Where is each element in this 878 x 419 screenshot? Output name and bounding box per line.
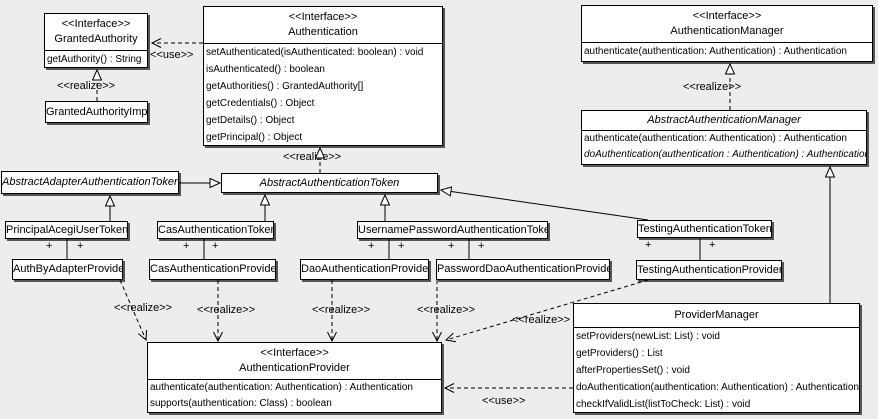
realize-label: <<realize>> (417, 304, 476, 316)
realize-label: <<realize>> (683, 81, 742, 93)
method-label: authenticate(authentication: Authenticat… (584, 133, 847, 144)
method-label: getProviders() : List (576, 348, 663, 359)
association-plus: + (645, 239, 652, 251)
class-name: AbstractAuthenticationToken (259, 176, 400, 189)
class-name: CasAuthenticationToken (158, 223, 274, 236)
association-plus: + (709, 239, 716, 251)
method-label: setProviders(newList: List) : void (576, 331, 720, 342)
stereotype-label: <<Interface>> (61, 18, 131, 30)
stereotype-label: <<Interface>> (692, 10, 762, 22)
class-abstract-adapter-authentication-token[interactable]: AbstractAdapterAuthenticationToken (1, 171, 179, 194)
association-plus: + (448, 240, 455, 252)
method-label: authenticate(authentication: Authenticat… (584, 46, 847, 57)
method-label: getAuthority() : String (47, 54, 142, 65)
method-label: setAuthenticated(isAuthenticated: boolea… (206, 47, 424, 58)
method-label: getAuthorities() : GrantedAuthority[] (206, 81, 364, 92)
class-testing-authentication-provider[interactable]: TestingAuthenticationProvider (636, 260, 782, 280)
class-name: GrantedAuthority (54, 33, 138, 45)
class-testing-authentication-token[interactable]: TestingAuthenticationToken (637, 220, 772, 238)
class-name: TestingAuthenticationToken (638, 222, 772, 235)
class-name: GrantedAuthorityImpl (46, 105, 148, 118)
class-name: AbstractAuthenticationManager (647, 114, 801, 126)
stereotype-label: <<Interface>> (288, 11, 358, 23)
method-label: getDetails() : Object (206, 115, 295, 126)
class-dao-authentication-provider[interactable]: DaoAuthenticationProvider (300, 259, 429, 280)
class-granted-authority[interactable]: <<Interface>> GrantedAuthority getAuthor… (44, 13, 148, 68)
class-password-dao-authentication-provider[interactable]: PasswordDaoAuthenticationProvider (436, 259, 610, 280)
class-provider-manager[interactable]: ProviderManager setProviders(newList: Li… (573, 303, 860, 413)
edge-gen-testingauthenticationtoken-abstractauthenticationtoken (441, 190, 649, 221)
class-name: PasswordDaoAuthenticationProvider (437, 263, 610, 275)
class-name: AuthByAdapterProvider (13, 263, 123, 275)
association-plus: + (46, 240, 53, 252)
class-name: DaoAuthenticationProvider (301, 263, 429, 275)
method-label: doAuthentication(authentication: Authent… (576, 382, 859, 393)
use-label: <<use>> (482, 395, 526, 407)
class-authentication-provider[interactable]: <<Interface>> AuthenticationProvider aut… (147, 342, 442, 413)
class-cas-authentication-token[interactable]: CasAuthenticationToken (157, 221, 274, 239)
class-name: Authentication (288, 26, 358, 38)
class-abstract-authentication-manager[interactable]: AbstractAuthenticationManager authentica… (581, 110, 867, 165)
realize-label: <<realize>> (283, 151, 342, 163)
association-plus: + (368, 240, 375, 252)
class-granted-authority-impl[interactable]: GrantedAuthorityImpl (45, 101, 148, 123)
class-principal-acegi-user-token[interactable]: PrincipalAcegiUserToken (5, 221, 128, 239)
method-label: afterPropertiesSet() : void (576, 365, 690, 376)
class-name: AuthenticationManager (670, 25, 784, 37)
method-label: isAuthenticated() : boolean (206, 64, 325, 75)
association-plus: + (77, 240, 84, 252)
class-name: CasAuthenticationProvider (150, 263, 276, 275)
class-authentication[interactable]: <<Interface>> Authentication setAuthenti… (203, 6, 443, 146)
class-name: AbstractAdapterAuthenticationToken (2, 176, 179, 188)
class-username-password-authentication-token[interactable]: UsernamePasswordAuthenticationToken (357, 221, 548, 239)
association-plus: + (212, 240, 219, 252)
class-cas-authentication-provider[interactable]: CasAuthenticationProvider (149, 259, 276, 280)
class-name: TestingAuthenticationProvider (637, 263, 782, 276)
method-label: authenticate(authentication: Authenticat… (150, 382, 413, 393)
class-name: PrincipalAcegiUserToken (6, 223, 128, 236)
class-abstract-authentication-token[interactable]: AbstractAuthenticationToken (221, 173, 438, 193)
association-plus: + (398, 240, 405, 252)
realize-label: <<realize>> (197, 304, 256, 316)
realize-label: <<realize>> (512, 314, 571, 326)
class-name: UsernamePasswordAuthenticationToken (358, 223, 548, 236)
use-label: <<use>> (150, 49, 194, 61)
association-plus: + (183, 240, 190, 252)
association-plus: + (478, 240, 485, 252)
method-label: doAuthentication(authentication : Authen… (584, 149, 867, 160)
method-label: supports(authentication: Class) : boolea… (150, 398, 332, 409)
realize-label: <<realize>> (57, 80, 116, 92)
class-name: AuthenticationProvider (239, 362, 350, 374)
realize-label: <<realize>> (312, 304, 371, 316)
realize-label: <<realize>> (114, 302, 173, 314)
stereotype-label: <<Interface>> (260, 347, 329, 359)
class-name: ProviderManager (674, 309, 759, 321)
method-label: getCredentials() : Object (206, 98, 315, 109)
method-label: getPrincipal() : Object (206, 132, 303, 143)
method-label: checkIfValidList(listToCheck: List) : vo… (576, 399, 751, 410)
class-authentication-manager[interactable]: <<Interface>> AuthenticationManager auth… (581, 5, 873, 62)
class-auth-by-adapter-provider[interactable]: AuthByAdapterProvider (12, 259, 123, 280)
